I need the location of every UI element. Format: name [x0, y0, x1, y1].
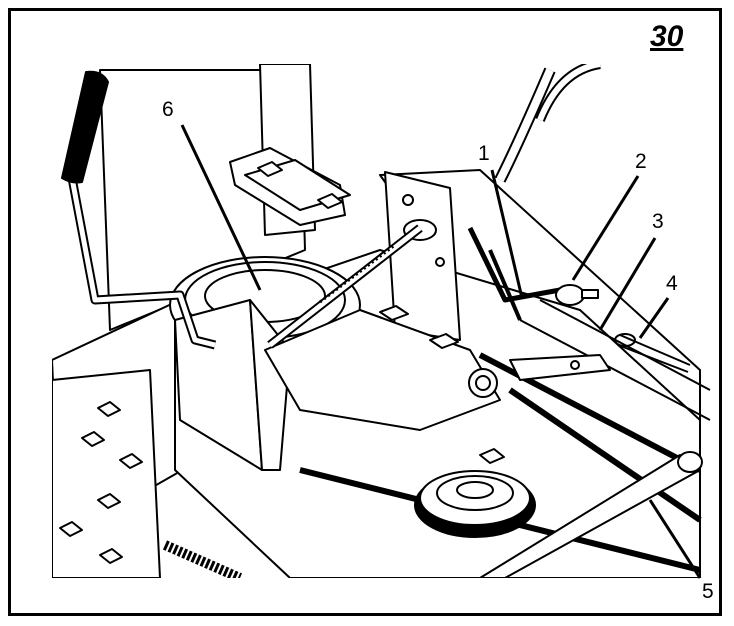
leader-lines: [180, 124, 702, 579]
front-tube: [479, 451, 703, 578]
callout-2: 2: [635, 150, 647, 173]
linkage-rod: [267, 224, 423, 349]
frame-bolts: [59, 401, 143, 564]
callout-6: 6: [162, 98, 174, 121]
pivot-arm: [264, 305, 505, 464]
callout-3: 3: [652, 210, 664, 233]
lower-spring: [162, 540, 243, 578]
figure-number: 30: [650, 20, 684, 53]
control-lever: [61, 70, 217, 350]
callout-5: 5: [702, 580, 714, 603]
clevis-pin: [555, 284, 599, 306]
hairpin-clip: [614, 333, 691, 373]
top-brackets: [229, 147, 351, 226]
right-linkage: [467, 64, 601, 321]
callout-4: 4: [666, 272, 678, 295]
small-bracket: [509, 354, 611, 381]
callout-1: 1: [478, 142, 490, 165]
idler-pulley: [414, 470, 536, 538]
